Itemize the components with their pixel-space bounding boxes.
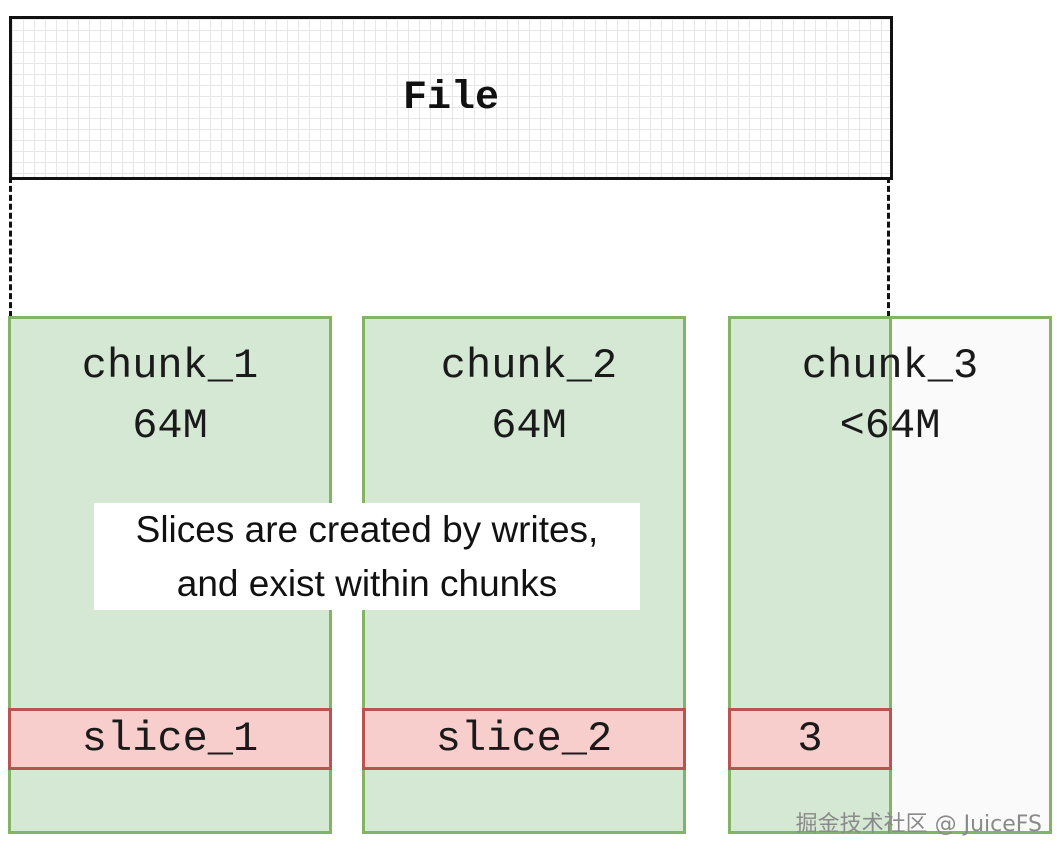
chunk-2-size: 64M	[491, 402, 567, 450]
slices-note: Slices are created by writes, and exist …	[94, 503, 640, 610]
slice-3: 3	[728, 708, 892, 770]
slices-note-line-1: Slices are created by writes,	[135, 508, 599, 550]
chunk-3-extension	[889, 316, 1052, 834]
chunk-3-name: chunk_3	[801, 342, 979, 390]
slice-1: slice_1	[8, 708, 332, 770]
chunk-1-name: chunk_1	[81, 342, 259, 390]
file-label: File	[402, 75, 499, 121]
file-box: File	[9, 16, 893, 180]
file-left-dashed-connector	[9, 177, 12, 317]
slice-2: slice_2	[362, 708, 686, 770]
file-right-dashed-connector	[887, 177, 890, 317]
watermark: 掘金技术社区 @ JuiceFS	[795, 812, 1042, 837]
chunk-3-size: <64M	[839, 402, 941, 450]
slices-note-line-2: and exist within chunks	[176, 562, 558, 604]
chunk-1-size: 64M	[132, 402, 208, 450]
chunk-2-name: chunk_2	[440, 342, 618, 390]
